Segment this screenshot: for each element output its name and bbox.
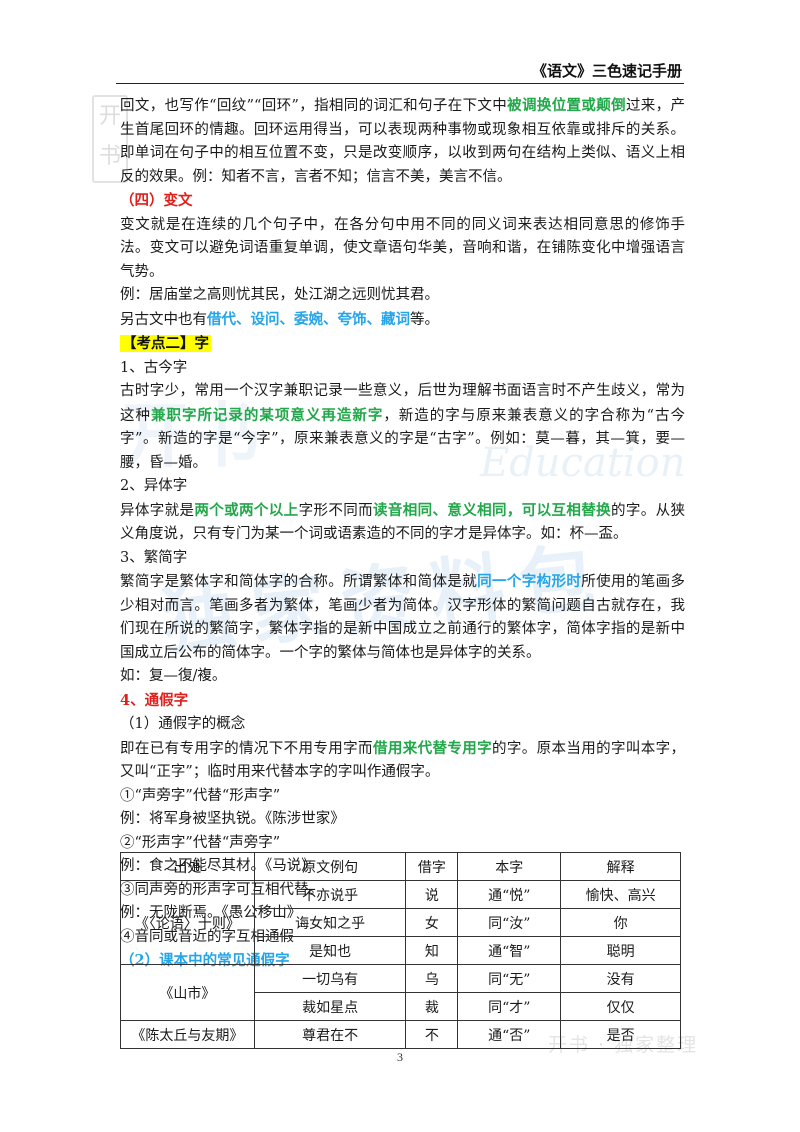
table-cell: 一切乌有 (253, 964, 407, 993)
text-run: 的字。原本当用的字叫本字，又叫“正字”；临时用来代替本字的字叫作通假字。 (120, 740, 686, 781)
table-cell: 通“悦” (457, 880, 562, 909)
watermark-mid: 开书 (120, 395, 260, 477)
fanjian-example: 如：复—復/複。 (120, 668, 227, 684)
header-divider (116, 83, 684, 84)
yiti-title: 2、异体字 (120, 478, 188, 494)
table-cell: 裁 (405, 992, 459, 1021)
table-cell: 诲女知之乎 (253, 908, 407, 937)
highlight-green: 两个或两个以上 (194, 501, 299, 519)
table-header-cell: 原文例句 (253, 852, 407, 881)
table-row: 《山市》 一切乌有 乌 同“无” 没有 (120, 964, 681, 1021)
tongjia-paragraph: 即在已有专用字的情况下不用专用字而借用来代替专用字的字。原本当用的字叫本字，又叫… (120, 737, 685, 785)
table-cell: 同“汝” (457, 908, 562, 937)
hui-wen-paragraph: 回文，也写作“回纹”“回环”，指相同的词汇和句子在下文中被调换位置或颠倒过来，产… (120, 94, 685, 189)
kaodian-label: 【考点二】字 (120, 335, 211, 352)
table-cell: 是知也 (253, 936, 407, 965)
bianwen-paragraph: 变文就是在连续的几个句子中，在各分句中用不同的同义词来表达相同意思的修饰手法。变… (120, 216, 685, 280)
table-cell: 聪明 (560, 936, 681, 965)
table-cell-source: 《陈太丘与友期》 (120, 1020, 255, 1049)
table-header-cell: 本字 (457, 852, 562, 881)
text-run: ，新造的字与原来兼表意义的字合称为“古今字”。新造的字是“今字”，原来兼表意义的… (120, 407, 686, 471)
page-number: 3 (397, 1050, 403, 1064)
table-cell-source: 《〈论语〉十则》 (120, 880, 255, 965)
text-run: 等。 (410, 311, 439, 328)
text-run: 的字。从狭义角度说，只有专门为某一个词或语素造的不同的字才是异体字。如：杯—盃。 (120, 502, 686, 543)
table-cell: 知 (405, 936, 459, 965)
fanjian-paragraph: 繁简字是繁体字和简体字的合称。所谓繁体和简体是就同一个字构形时所使用的笔画多少相… (120, 570, 685, 665)
table-cell: 愉快、高兴 (560, 880, 681, 909)
text-run: 繁简字是繁体字和简体字的合称。所谓繁体和简体是就 (120, 574, 478, 590)
table-row: 《陈太丘与友期》 尊君在不 不 通“否” 是否 (120, 1020, 681, 1049)
watermark-stamp: 开书 (92, 95, 128, 183)
tongjia-table: 出处 原文例句 借字 本字 解释 《〈论语〉十则》 不亦说乎 说 通“悦” 愉快… (120, 852, 681, 1049)
heading-text: （四）变文 (120, 192, 193, 209)
table-cell: 同“才” (457, 992, 562, 1021)
highlight-blue: 借代、设问、委婉、夸饰、藏词 (207, 310, 410, 328)
table-cell: 是否 (560, 1020, 681, 1049)
highlight-green: 被调换位置或颠倒 (507, 97, 626, 114)
highlight-green: 读音相同、意义相同，可以互相替换 (372, 501, 612, 519)
table-cell: 通“否” (457, 1020, 562, 1049)
table-cell: 裁如星点 (253, 992, 407, 1021)
bianwen-other: 另古文中也有借代、设问、委婉、夸饰、藏词等。 (120, 308, 685, 333)
highlight-green: 借用来代替专用字 (372, 739, 492, 757)
tongjia-item: 例：将军身被坚执锐。《陈涉世家》 (120, 811, 345, 827)
text-run: 字形不同而 (298, 502, 373, 519)
tongjia-concept-title: （1）通假字的概念 (120, 716, 246, 732)
table-header-row: 出处 原文例句 借字 本字 解释 (120, 852, 681, 881)
table-cell: 没有 (560, 964, 681, 993)
kaodian-heading: 【考点二】字 (120, 332, 685, 357)
watermark-education: Education (480, 440, 686, 486)
gujin-title: 1、古今字 (120, 359, 188, 376)
text-run: 过来，产生首尾回环的情趣。回环运用得当，可以表现两种事物或现象相互依靠或排斥的关… (120, 98, 686, 185)
table-cell: 说 (405, 880, 459, 909)
section-heading-bianwen: （四）变文 (120, 189, 685, 214)
page-header-title: 《语文》三色速记手册 (531, 62, 682, 80)
highlight-blue: 同一个字构形时 (477, 573, 582, 590)
table-row: 《〈论语〉十则》 不亦说乎 说 通“悦” 愉快、高兴 (120, 880, 681, 965)
table-cell-source: 《山市》 (120, 964, 255, 1021)
bianwen-example: 例：居庙堂之高则忧其民，处江湖之远则忧其君。 (120, 287, 439, 303)
text-run: 所使用的笔画多少相对而言。笔画多者为繁体，笔画少者为简体。汉字形体的繁简问题自古… (120, 574, 686, 661)
text-run: 另古文中也有 (120, 311, 207, 328)
heading-text: 4、通假字 (120, 691, 189, 709)
highlight-green: 兼职字所记录的某项意义再造新字 (150, 406, 384, 424)
table-row: 诲女知之乎 女 同“汝” 你 (121, 908, 681, 937)
text-run: 即在已有专用字的情况下不用专用字而 (120, 740, 373, 757)
table-cell: 同“无” (457, 964, 562, 993)
tongjia-item: ①“声旁字”代替“形声字” (120, 787, 281, 804)
table-cell: 乌 (405, 964, 459, 993)
page-content: 回文，也写作“回纹”“回环”，指相同的词汇和句子在下文中被调换位置或颠倒过来，产… (120, 94, 685, 974)
text-run: 回文，也写作“回纹”“回环”，指相同的词汇和句子在下文中 (120, 98, 508, 114)
text-run: 古时字少，常用一个汉字兼职记录一些意义，后世为理解书面语言时不产生歧义，常为这种 (120, 383, 685, 424)
table-cell: 仅仅 (560, 992, 681, 1021)
tongjia-item: ②“形声字”代替“声旁字” (120, 834, 281, 851)
table-cell: 你 (560, 908, 681, 937)
fanjian-title: 3、繁简字 (120, 549, 188, 566)
table-cell: 女 (405, 908, 459, 937)
table-row: 裁如星点 裁 同“才” 仅仅 (121, 992, 681, 1021)
text-run: 异体字就是 (120, 502, 195, 519)
table-cell: 不亦说乎 (253, 880, 407, 909)
table-cell: 通“智” (457, 936, 562, 965)
yiti-paragraph: 异体字就是两个或两个以上字形不同而读音相同、意义相同，可以互相替换的字。从狭义角… (120, 499, 685, 547)
table-header-cell: 解释 (560, 852, 681, 881)
table-cell: 尊君在不 (253, 1020, 407, 1049)
table-cell: 不 (405, 1020, 459, 1049)
table-header-cell: 借字 (405, 852, 459, 881)
tongjia-title: 4、通假字 (120, 689, 685, 714)
table-header-cell: 出处 (120, 852, 255, 881)
gujin-paragraph: 古时字少，常用一个汉字兼职记录一些意义，后世为理解书面语言时不产生歧义，常为这种… (120, 380, 685, 475)
